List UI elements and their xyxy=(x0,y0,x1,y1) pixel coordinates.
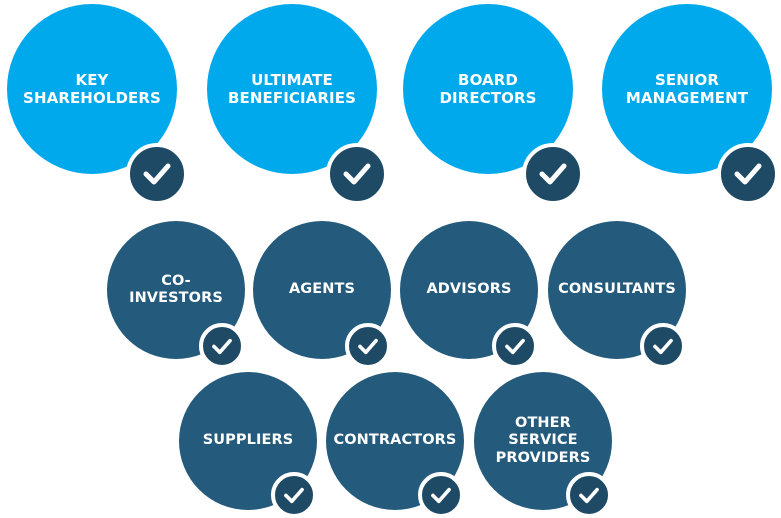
circle-label: SENIOR MANAGEMENT xyxy=(625,71,749,107)
circle-label: OTHER SERVICE PROVIDERS xyxy=(495,414,591,466)
checkmark-icon xyxy=(566,472,612,518)
circle-suppliers: SUPPLIERS xyxy=(179,372,317,510)
checkmark-icon xyxy=(640,323,686,369)
circle-label: SUPPLIERS xyxy=(202,432,294,449)
circle-label: ADVISORS xyxy=(426,281,512,298)
checkmark-icon xyxy=(345,323,391,369)
checkmark-icon xyxy=(326,143,388,205)
circle-label: CO- INVESTORS xyxy=(129,272,223,306)
circle-key-shareholders: KEY SHAREHOLDERS xyxy=(7,4,177,174)
checkmark-icon xyxy=(522,143,584,205)
circle-label: ULTIMATE BENEFICIARIES xyxy=(228,71,356,107)
circle-label: KEY SHAREHOLDERS xyxy=(23,71,161,107)
checkmark-icon xyxy=(717,143,779,205)
circle-contractors: CONTRACTORS xyxy=(326,372,464,510)
checkmark-icon xyxy=(492,323,538,369)
checkmark-icon xyxy=(199,323,245,369)
circle-label: AGENTS xyxy=(288,281,356,298)
circle-label: BOARD DIRECTORS xyxy=(439,71,537,107)
checkmark-icon xyxy=(271,472,317,518)
circle-label: CONTRACTORS xyxy=(333,432,457,449)
circle-label: CONSULTANTS xyxy=(558,281,676,298)
checkmark-icon xyxy=(418,472,464,518)
checkmark-icon xyxy=(126,143,188,205)
